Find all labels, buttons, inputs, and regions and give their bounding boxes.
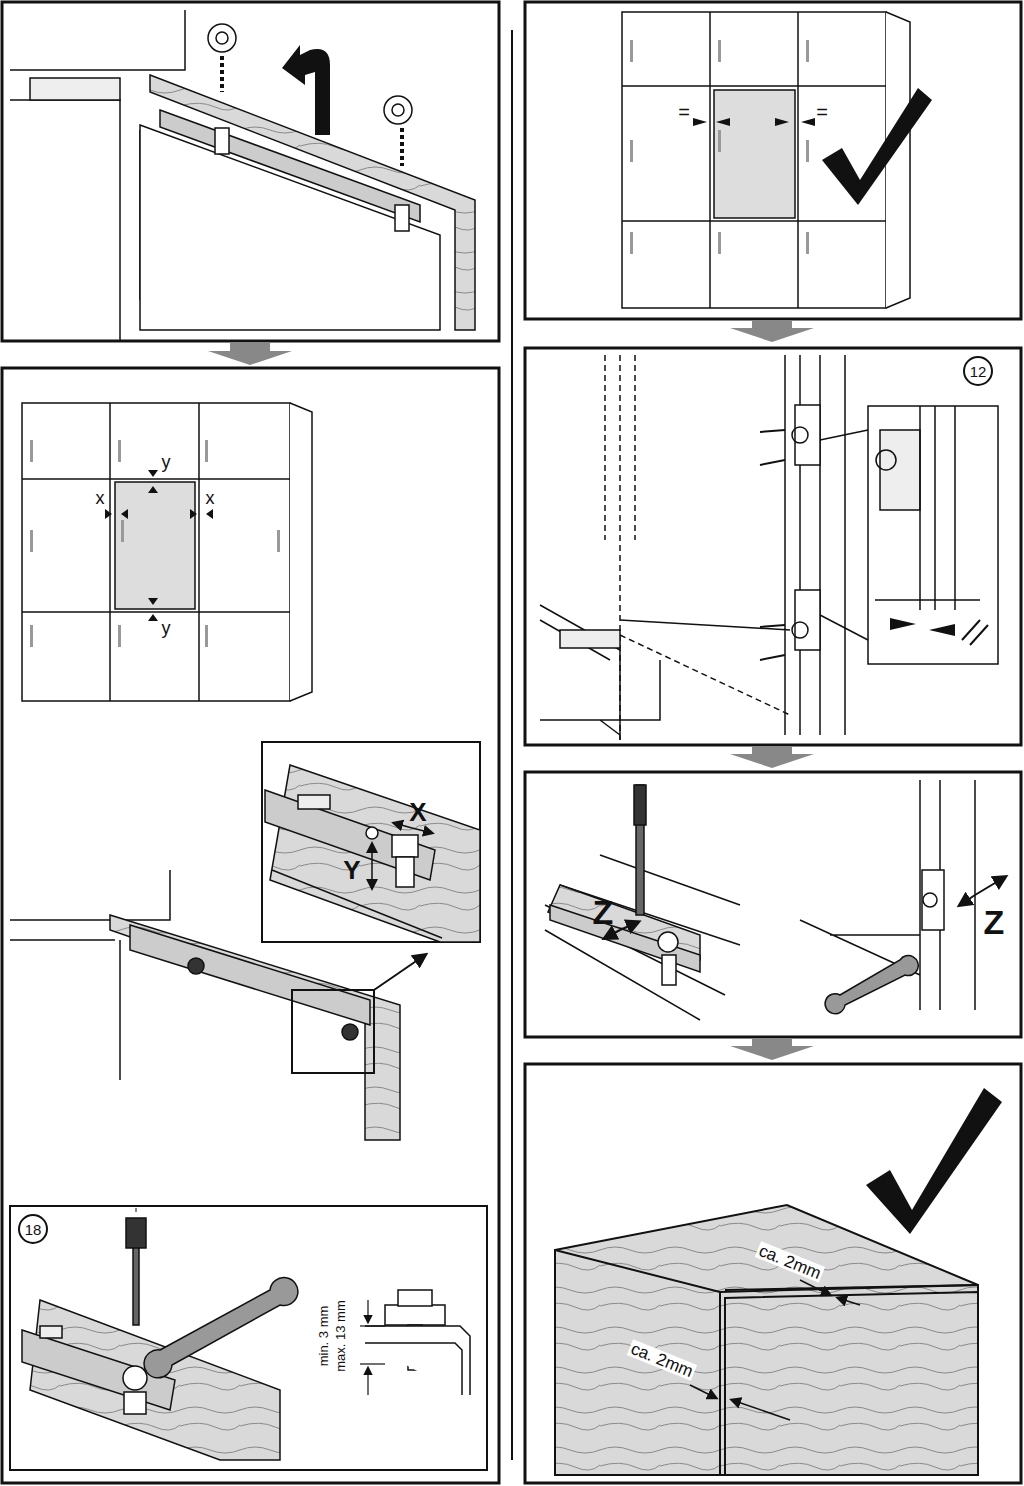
dimension-letter: x — [206, 489, 215, 507]
dimension-letter: y — [162, 453, 171, 471]
direction-letter: Y — [343, 857, 360, 883]
dimension-letter: x — [96, 489, 105, 507]
dimension-text: max. 13 mm — [334, 1298, 347, 1374]
callout-number: 12 — [963, 356, 993, 386]
direction-letter: X — [409, 799, 426, 825]
callout-text: 18 — [25, 1222, 42, 1237]
direction-letter: Z — [593, 895, 614, 929]
equal-sign: = — [678, 102, 690, 122]
direction-letter: Z — [984, 905, 1005, 939]
callout-text: 12 — [970, 364, 987, 379]
dimension-letter: y — [162, 619, 171, 637]
equal-sign: = — [816, 102, 828, 122]
callout-number: 18 — [18, 1214, 48, 1244]
dimension-text: min. 3 mm — [317, 1304, 330, 1369]
